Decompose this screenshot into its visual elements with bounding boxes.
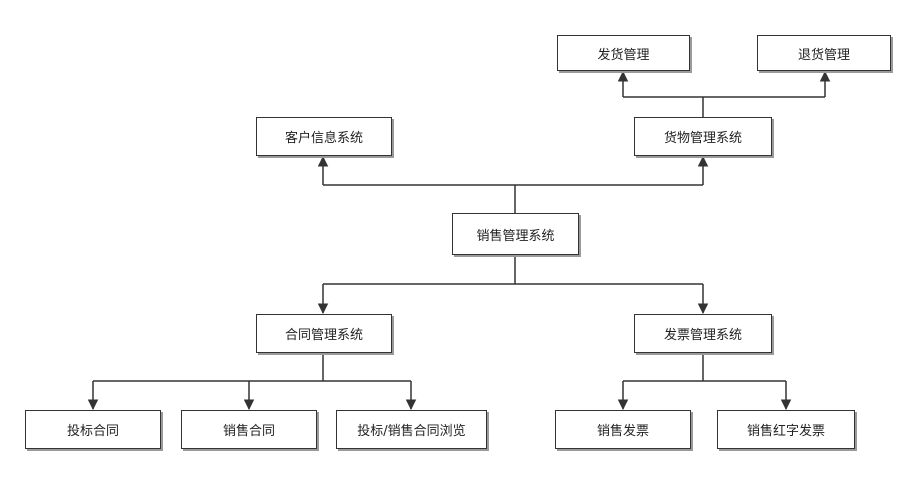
node-customer-info-system: 客户信息系统 bbox=[256, 117, 392, 156]
node-contract-management-system: 合同管理系统 bbox=[256, 314, 392, 353]
node-sales-management-system: 销售管理系统 bbox=[452, 213, 579, 255]
node-shipping-management: 发货管理 bbox=[557, 35, 690, 71]
node-sales-contract: 销售合同 bbox=[181, 410, 317, 449]
node-bid-contract: 投标合同 bbox=[25, 410, 161, 449]
node-red-invoice: 销售红字发票 bbox=[717, 410, 855, 449]
node-contract-browse: 投标/销售合同浏览 bbox=[336, 410, 487, 449]
node-goods-management-system: 货物管理系统 bbox=[634, 117, 772, 156]
node-invoice-management-system: 发票管理系统 bbox=[634, 314, 772, 353]
node-sales-invoice: 销售发票 bbox=[555, 410, 691, 449]
node-return-management: 退货管理 bbox=[757, 35, 891, 71]
